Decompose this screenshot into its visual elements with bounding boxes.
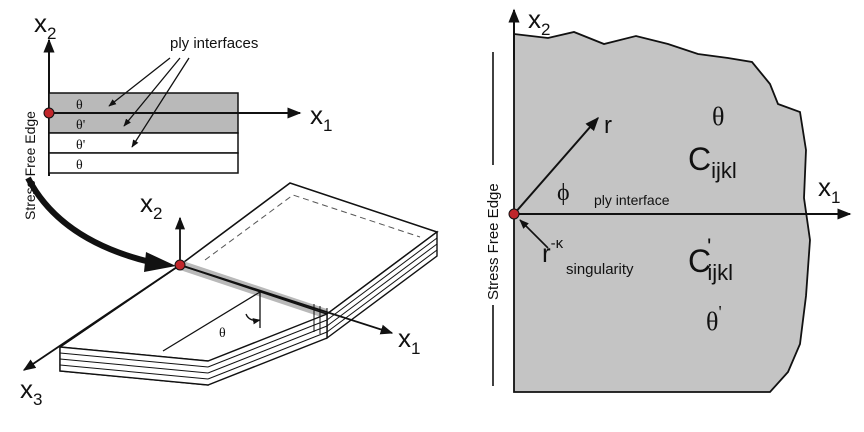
singularity-label: singularity: [566, 261, 634, 278]
inset-cross-section: x2 θ θ' θ' θ x1 ply interfaces Stress Fr…: [22, 8, 332, 220]
inset-stress-free-edge-label: Stress Free Edge: [22, 111, 38, 220]
ply-3-label: θ': [76, 138, 85, 153]
laminate-plate: θ x2 x1 x3: [20, 182, 439, 409]
singular-region-panel: x2 x1 Stress Free Edge r ϕ θ Cijkl ply i…: [482, 4, 852, 393]
theta-label: θ: [712, 102, 724, 131]
plate-front-bottom-face: [59, 312, 328, 386]
inset-to-laminate-pointer-head: [144, 252, 176, 272]
ply-interfaces-label: ply interfaces: [170, 35, 258, 52]
theta-prime-label: θ': [706, 302, 722, 336]
ply-2-label: θ': [76, 118, 85, 133]
r-label: r: [604, 112, 612, 139]
laminate-x3-label: x3: [20, 374, 42, 409]
plate-top-face: [178, 182, 439, 315]
right-x2-label: x2: [528, 4, 550, 39]
ply-4-label: θ: [76, 158, 83, 173]
right-stress-free-edge-label: Stress Free Edge: [485, 183, 502, 300]
inset-x2-label: x2: [34, 8, 56, 43]
singularity-arrow: [519, 219, 549, 249]
ply-1-label: θ: [76, 98, 83, 113]
ply-interface-label: ply interface: [594, 192, 670, 208]
radial-r-arrow: [513, 116, 599, 215]
laminate-x2-label: x2: [140, 188, 162, 223]
right-x1-label: x1: [818, 172, 840, 207]
ply-4: [48, 152, 239, 174]
ply-interface-arrow-2: [123, 57, 181, 127]
c-ijkl-label: Cijkl: [688, 141, 737, 183]
inset-x1-label: x1: [310, 100, 332, 135]
laminate-angle-label: θ: [219, 326, 226, 341]
inset-edge-point: [43, 107, 55, 119]
laminate-edge-point: [174, 259, 186, 271]
angle-arc: [245, 313, 261, 325]
phi-label: ϕ: [557, 180, 570, 206]
r-kappa-label: r-κ: [542, 235, 564, 268]
ply-interface-arrow-3: [131, 57, 190, 148]
material-region: [513, 31, 811, 393]
laminate-x1-axis: [179, 264, 394, 335]
ply-interface-arrow-1: [108, 57, 171, 107]
laminate-x3-axis: [22, 264, 181, 371]
right-origin-point: [508, 208, 520, 220]
inset-to-laminate-pointer: [25, 176, 151, 265]
c-prime-ijkl-label: C'ijkl: [688, 234, 733, 285]
fiber-direction-line: [162, 291, 261, 352]
laminate-x1-label: x1: [398, 323, 420, 358]
